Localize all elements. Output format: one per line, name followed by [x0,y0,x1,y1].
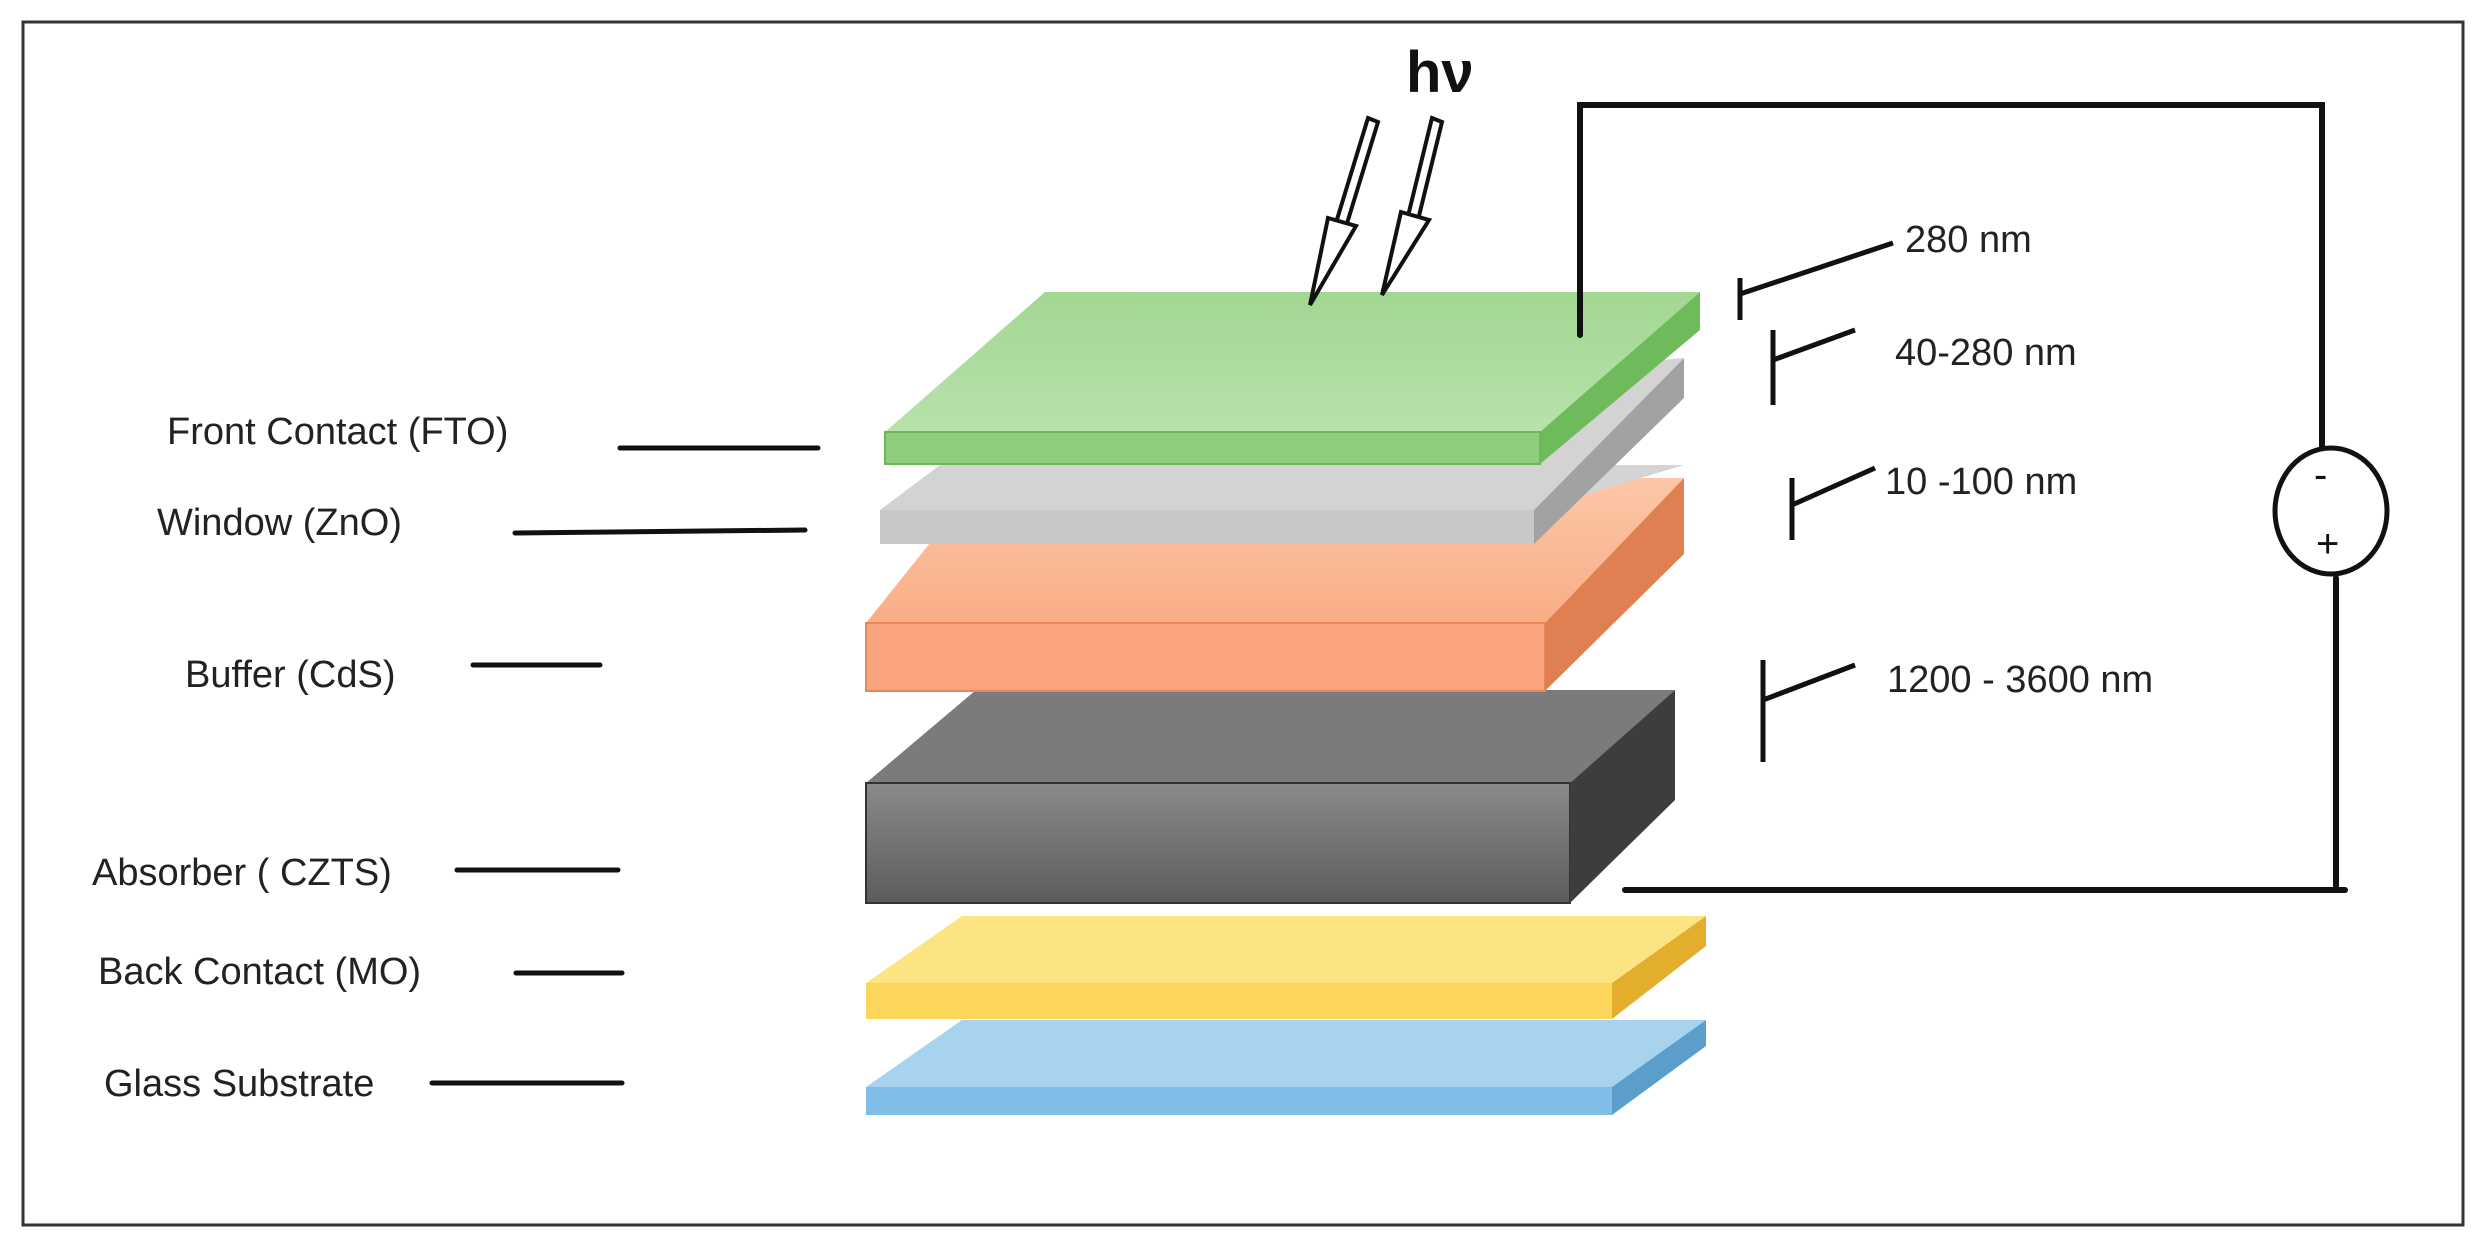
thickness-marker-front-contact [1737,240,1894,320]
light-label: hν [1406,40,1474,105]
thickness-label-buffer: 10 -100 nm [1885,461,2077,503]
leader-line-window [512,527,808,536]
thickness-label-front-contact: 280 nm [1905,219,2032,261]
voltage-source-minus: - [2314,453,2327,497]
back-contact-layer [866,916,1706,1019]
label-absorber: Absorber ( CZTS) [92,852,392,894]
label-buffer: Buffer (CdS) [185,654,395,696]
thickness-marker-absorber [1760,660,1856,762]
glass-substrate-layer [866,1020,1706,1115]
thickness-marker-buffer [1789,465,1877,540]
front-contact-layer [884,292,1700,465]
label-glass-substrate: Glass Substrate [104,1063,374,1105]
thickness-label-window: 40-280 nm [1895,332,2077,374]
absorber-layer [865,690,1675,904]
voltage-source-plus: + [2316,522,2339,566]
label-window: Window (ZnO) [157,502,402,544]
light-arrow-left [1308,115,1381,307]
label-back-contact: Back Contact (MO) [98,951,421,993]
voltage-source-circle [2272,445,2390,577]
circuit-wire [1577,102,2348,893]
thickness-label-absorber: 1200 - 3600 nm [1887,659,2153,701]
thickness-marker-window [1770,327,1856,405]
label-front-contact: Front Contact (FTO) [167,411,508,453]
light-arrow-right [1380,115,1445,297]
voltage-source: - + [2272,445,2390,577]
leader-lines [429,445,821,1086]
